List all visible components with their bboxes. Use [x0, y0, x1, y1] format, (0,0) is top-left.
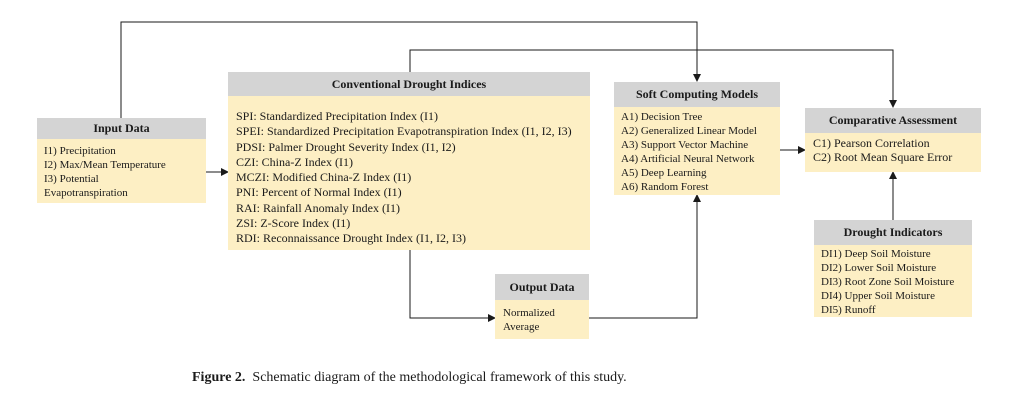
- list-item: Evapotranspiration: [44, 187, 128, 199]
- arrow-input-to-soft-computing: [120, 21, 701, 118]
- input-data-title: Input Data: [37, 118, 206, 139]
- list-item: C2) Root Mean Square Error: [813, 150, 953, 164]
- output-data-box: Output Data Normalized Average: [495, 274, 589, 339]
- soft-computing-box: Soft Computing Models A1) Decision Tree …: [614, 82, 780, 195]
- arrow-output-to-soft-computing: [589, 194, 701, 319]
- list-item: DI4) Upper Soil Moisture: [821, 290, 935, 302]
- list-item: A4) Artificial Neural Network: [621, 153, 755, 165]
- input-data-box: Input Data I1) Precipitation I2) Max/Mea…: [37, 118, 206, 203]
- list-item: Average: [503, 321, 540, 333]
- figure-caption: Figure 2. Schematic diagram of the metho…: [192, 370, 627, 386]
- drought-indicators-title: Drought Indicators: [814, 220, 972, 245]
- output-data-title: Output Data: [495, 274, 589, 300]
- list-item: A3) Support Vector Machine: [621, 139, 749, 151]
- arrow-conventional-to-output: [409, 250, 496, 322]
- list-item: PNI: Percent of Normal Index (I1): [236, 185, 402, 200]
- list-item: DI1) Deep Soil Moisture: [821, 248, 931, 260]
- list-item: I1) Precipitation: [44, 145, 116, 157]
- list-item: DI3) Root Zone Soil Moisture: [821, 276, 955, 288]
- list-item: PDSI: Palmer Drought Severity Index (I1,…: [236, 139, 456, 154]
- conventional-indices-list: SPI: Standardized Precipitation Index (I…: [228, 96, 590, 250]
- arrow-conventional-to-comparative: [409, 49, 897, 108]
- drought-indicators-box: Drought Indicators DI1) Deep Soil Moistu…: [814, 220, 972, 317]
- list-item: ZSI: Z-Score Index (I1): [236, 216, 351, 231]
- list-item: I3) Potential: [44, 173, 99, 185]
- figure-label: Figure 2.: [192, 370, 246, 385]
- figure-caption-text: Schematic diagram of the methodological …: [252, 370, 627, 385]
- list-item: C1) Pearson Correlation: [813, 136, 930, 150]
- list-item: I2) Max/Mean Temperature: [44, 159, 166, 171]
- comparative-assessment-list: C1) Pearson Correlation C2) Root Mean Sq…: [805, 133, 981, 172]
- list-item: A5) Deep Learning: [621, 167, 707, 179]
- list-item: CZI: China-Z Index (I1): [236, 154, 353, 169]
- conventional-indices-box: Conventional Drought Indices SPI: Standa…: [228, 72, 590, 250]
- drought-indicators-list: DI1) Deep Soil Moisture DI2) Lower Soil …: [814, 245, 972, 317]
- soft-computing-list: A1) Decision Tree A2) Generalized Linear…: [614, 107, 780, 195]
- list-item: Normalized: [503, 307, 555, 319]
- list-item: DI2) Lower Soil Moisture: [821, 262, 937, 274]
- list-item: SPEI: Standardized Precipitation Evapotr…: [236, 124, 572, 139]
- conventional-indices-title: Conventional Drought Indices: [228, 72, 590, 96]
- list-item: MCZI: Modified China-Z Index (I1): [236, 170, 412, 185]
- list-item: A2) Generalized Linear Model: [621, 125, 757, 137]
- list-item: DI5) Runoff: [821, 304, 876, 316]
- output-data-list: Normalized Average: [495, 300, 589, 339]
- list-item: RAI: Rainfall Anomaly Index (I1): [236, 200, 400, 215]
- list-item: RDI: Reconnaissance Drought Index (I1, I…: [236, 231, 466, 246]
- comparative-assessment-box: Comparative Assessment C1) Pearson Corre…: [805, 108, 981, 172]
- input-data-list: I1) Precipitation I2) Max/Mean Temperatu…: [37, 139, 206, 203]
- list-item: SPI: Standardized Precipitation Index (I…: [236, 109, 438, 123]
- comparative-assessment-title: Comparative Assessment: [805, 108, 981, 133]
- soft-computing-title: Soft Computing Models: [614, 82, 780, 107]
- list-item: A1) Decision Tree: [621, 111, 703, 123]
- list-item: A6) Random Forest: [621, 181, 709, 193]
